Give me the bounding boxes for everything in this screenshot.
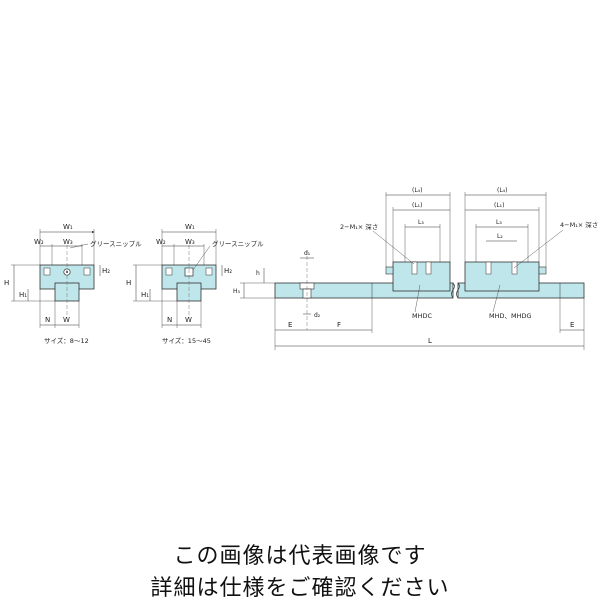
label-H1: H₁: [19, 291, 27, 299]
label-W3: W₃: [185, 238, 195, 246]
label-W: W: [185, 316, 192, 324]
grease-nipple-label: グリースニップル: [212, 239, 264, 248]
block-MHDC: [392, 261, 451, 292]
label-N: N: [167, 316, 172, 324]
label-d1: d₁: [304, 250, 311, 257]
label-H: H: [126, 279, 131, 287]
label-E-left: E: [288, 321, 292, 329]
label-L: L: [428, 337, 432, 345]
tap-4-label: 4−M₁× 深さ: [560, 220, 598, 229]
label-E-right: E: [570, 321, 574, 329]
grease-nipple-label: グリースニップル: [90, 239, 142, 248]
cross-section-view-large: W₁ W₂ W₃ H H₁ H₂ N W グリースニップル サイズ：15〜45: [126, 223, 264, 345]
label-h: h: [256, 270, 260, 277]
model-label-MHDC: MHDC: [412, 312, 433, 320]
label-H2: H₂: [102, 267, 110, 275]
label-W2: W₂: [34, 238, 44, 246]
label-L3-b: L₃: [496, 219, 502, 226]
label-L3: L₃: [418, 219, 424, 226]
label-W1: W₁: [63, 223, 73, 231]
block-MHD: [464, 261, 540, 292]
caption-line-2: 詳細は仕様をご確認ください: [150, 576, 450, 600]
label-L1-b: (L₁): [494, 202, 504, 209]
label-L4-a: (L₄): [412, 187, 422, 194]
label-H1: H₁: [141, 291, 149, 299]
label-W1: W₁: [185, 223, 195, 231]
size-range-label: サイズ：8〜12: [44, 336, 89, 345]
label-F: F: [337, 321, 341, 329]
size-range-label: サイズ：15〜45: [162, 336, 211, 345]
label-W: W: [63, 316, 70, 324]
rail-profile: [54, 282, 80, 302]
label-W2: W₂: [156, 238, 166, 246]
label-L2: L₂: [497, 233, 503, 240]
cross-section-view-small: W₁ W₂ W₃ H H₁ H₂ N W グリースニップル サイズ：8〜12: [4, 223, 142, 345]
rail-profile: [176, 282, 202, 302]
label-H3: H₃: [233, 288, 241, 295]
label-L4-b: (L₄): [497, 187, 507, 194]
model-label-MHD: MHD、MHDG: [489, 312, 532, 320]
side-view: (L₄) (L₁) L₃ (L₄) (L₁) L₃ L₂ 2−M₁× 深さ 4−…: [233, 187, 598, 350]
label-L1-a: (L₁): [412, 202, 422, 209]
label-d2: d₂: [314, 312, 321, 319]
label-H: H: [4, 279, 9, 287]
label-W3: W₃: [63, 238, 73, 246]
tap-2-label: 2−M₁× 深さ: [340, 222, 378, 231]
label-N: N: [45, 316, 50, 324]
label-H2: H₂: [224, 267, 232, 275]
caption-line-1: この画像は代表画像です: [173, 544, 427, 569]
